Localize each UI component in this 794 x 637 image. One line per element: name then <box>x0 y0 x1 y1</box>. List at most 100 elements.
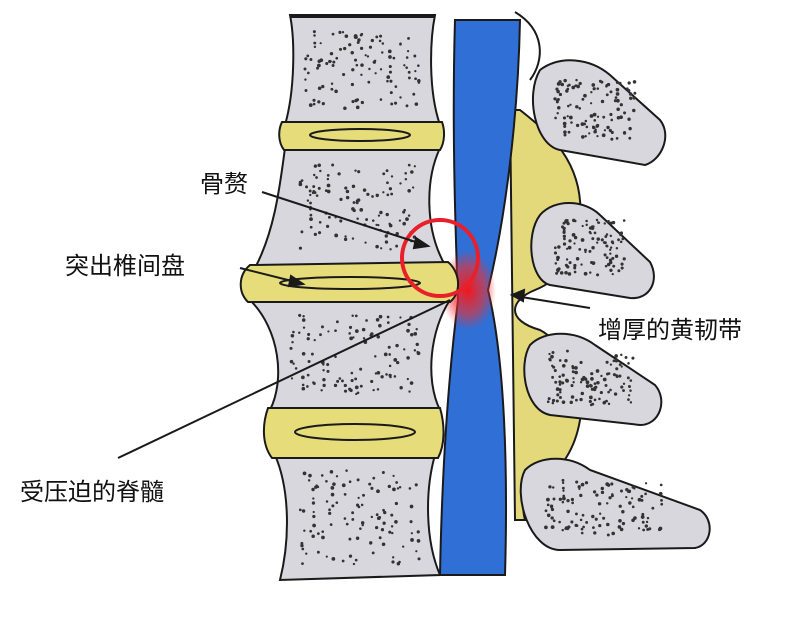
bone-speckle <box>572 377 575 380</box>
bone-speckle <box>405 217 409 222</box>
bone-speckle <box>394 520 398 524</box>
bone-speckle <box>325 555 328 558</box>
bone-speckle <box>611 256 615 260</box>
bone-speckle <box>564 270 568 275</box>
bone-speckle <box>613 99 618 103</box>
bone-speckle <box>321 530 325 533</box>
bone-speckle <box>567 245 572 250</box>
bone-speckle <box>566 115 569 118</box>
bone-speckle <box>556 258 560 262</box>
bone-speckle <box>616 107 620 112</box>
bone-speckle <box>393 375 397 378</box>
bone-speckle <box>610 494 614 498</box>
bone-speckle <box>620 353 623 357</box>
bone-speckle <box>357 496 360 500</box>
bone-speckle <box>570 395 575 399</box>
bone-speckle <box>309 529 313 533</box>
bone-speckle <box>329 51 334 56</box>
bone-speckle <box>368 45 373 49</box>
bone-speckle <box>585 219 588 223</box>
bone-speckle <box>390 192 394 196</box>
bone-speckle <box>311 487 315 492</box>
bone-speckle <box>562 229 566 233</box>
bone-speckle <box>375 244 379 249</box>
bone-speckle <box>351 99 355 104</box>
bone-speckle <box>571 233 576 237</box>
bone-speckle <box>580 527 584 531</box>
bone-speckle <box>592 225 595 228</box>
osteophyte-pointer <box>261 191 426 246</box>
bone-speckle <box>588 399 592 404</box>
bone-speckle <box>574 366 578 370</box>
bone-speckle <box>343 383 347 388</box>
bone-speckle <box>309 217 313 222</box>
vertebra-2 <box>253 147 447 270</box>
bone-speckle <box>620 262 624 266</box>
bone-speckle <box>611 273 614 276</box>
bone-speckle <box>310 352 314 356</box>
bone-speckle <box>350 371 354 375</box>
bone-speckle <box>394 101 398 105</box>
bone-speckle <box>622 219 626 222</box>
bone-speckle <box>548 485 552 489</box>
bone-speckle <box>301 562 304 565</box>
bone-speckle <box>648 527 652 531</box>
bone-speckle <box>603 129 607 132</box>
bone-speckle <box>581 224 584 228</box>
bone-speckle <box>386 181 389 185</box>
bone-speckle <box>316 550 320 554</box>
bone-speckle <box>600 99 605 104</box>
bone-speckle <box>629 379 633 382</box>
bone-speckle <box>331 557 336 561</box>
bone-speckle <box>302 326 306 329</box>
bone-speckle <box>406 377 409 381</box>
bone-speckle <box>619 527 624 532</box>
bone-speckle <box>384 240 389 244</box>
bone-speckle <box>326 177 330 181</box>
bone-speckle <box>584 135 587 138</box>
bone-speckle <box>575 257 580 261</box>
bone-speckle <box>410 333 414 337</box>
bone-speckle <box>309 225 313 229</box>
bone-speckle <box>326 174 330 177</box>
bone-speckle <box>571 85 576 90</box>
bone-speckle <box>330 87 334 91</box>
bone-speckle <box>610 137 614 141</box>
bone-speckle <box>381 51 384 54</box>
bone-speckle <box>580 238 585 242</box>
bone-speckle <box>578 107 582 110</box>
bone-speckle <box>632 80 637 84</box>
bone-speckle <box>343 389 348 393</box>
bone-speckle <box>385 169 389 173</box>
bone-speckle <box>338 377 342 380</box>
bone-speckle <box>619 103 623 107</box>
bone-speckle <box>614 254 619 258</box>
bone-speckle <box>611 531 615 536</box>
bone-speckle <box>609 112 613 117</box>
bone-speckle <box>312 510 315 514</box>
bone-speckle <box>548 357 552 361</box>
bone-speckle <box>312 189 316 193</box>
bone-speckle <box>320 325 324 329</box>
bone-speckle <box>385 373 388 376</box>
bone-speckle <box>357 38 361 42</box>
bone-speckle <box>407 70 411 74</box>
bone-speckle <box>395 481 399 484</box>
bone-speckle <box>379 98 383 101</box>
bone-speckle <box>575 105 579 109</box>
bone-speckle <box>589 102 593 105</box>
bone-speckle <box>383 352 388 357</box>
bone-speckle <box>370 332 374 336</box>
bone-speckle <box>354 169 357 172</box>
bone-speckle <box>303 67 307 71</box>
bone-speckle <box>325 224 330 229</box>
bone-speckle <box>352 201 356 204</box>
bone-speckle <box>407 36 410 40</box>
bone-speckle <box>606 82 611 87</box>
bone-speckle <box>571 501 574 505</box>
bone-speckle <box>352 208 356 213</box>
bone-speckle <box>306 385 309 388</box>
bone-speckle <box>384 234 388 238</box>
bone-speckle <box>580 531 584 535</box>
